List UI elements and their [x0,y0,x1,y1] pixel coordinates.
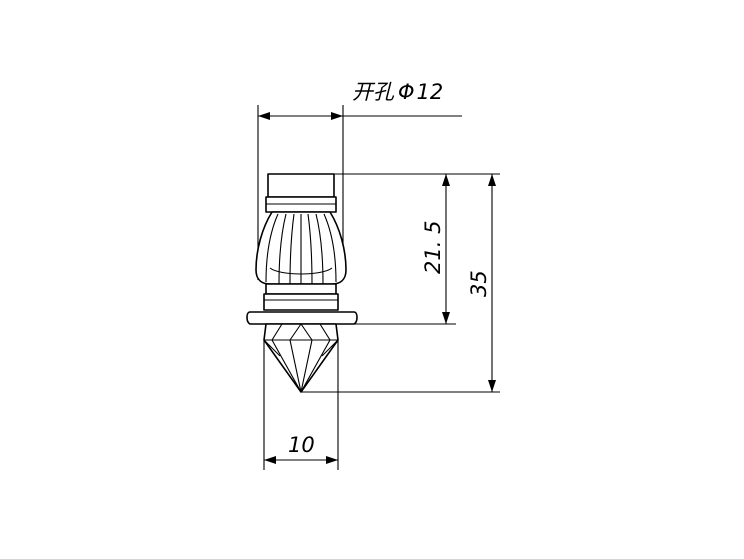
bulb-ribs [265,213,337,285]
clip-part [246,173,358,393]
height-dimensions: 21. 5 35 [301,173,500,393]
flange [246,311,358,325]
tip-facets [263,323,339,393]
tip-width-dimension: 10 [263,340,339,470]
upper-height-label: 21. 5 [421,221,445,274]
neck-lower [263,293,339,311]
tip-width-label: 10 [288,433,315,457]
total-height-label: 35 [467,270,491,297]
diamond-tip [263,323,339,393]
top-cap [267,173,335,198]
neck [265,283,337,295]
